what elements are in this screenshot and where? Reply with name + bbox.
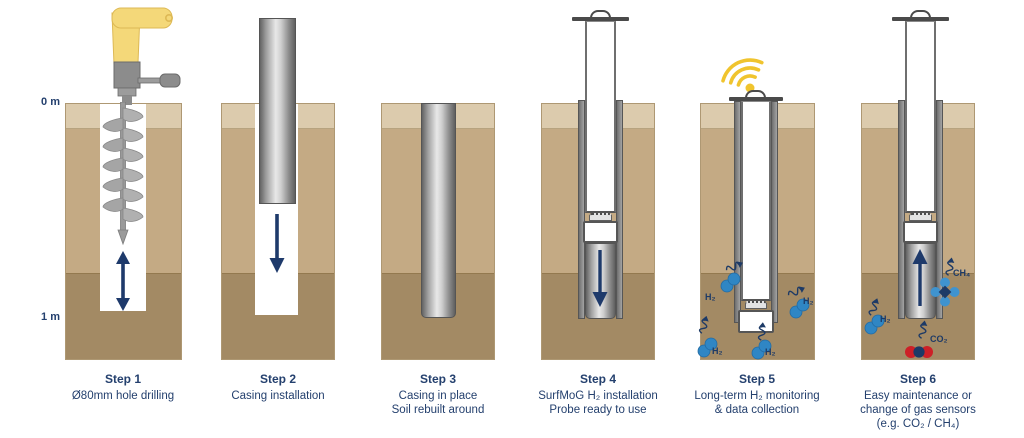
wifi-signal-icon <box>721 58 764 93</box>
probe-neck <box>909 213 932 221</box>
probe-cap-handle <box>910 10 931 18</box>
squiggle-arrow-icon <box>868 298 879 316</box>
casing-wall-right <box>771 101 778 323</box>
probe-neck <box>745 301 767 309</box>
h2-molecule-icon <box>789 298 810 319</box>
casing-pipe <box>259 18 296 204</box>
casing-wall-right <box>936 100 943 319</box>
caption-step5: Step 5 Long-term H₂ monitoring & data co… <box>669 372 845 417</box>
probe-cap-plate <box>572 17 629 21</box>
casing-pipe <box>421 103 456 318</box>
caption-step6: Step 6 Easy maintenance or change of gas… <box>830 372 1006 431</box>
squiggle-arrow-icon <box>698 315 709 334</box>
up-arrow-icon <box>912 249 928 306</box>
step-title: Step 3 <box>419 372 456 386</box>
h2-molecule-icon <box>697 337 718 358</box>
step-title: Step 2 <box>259 372 296 386</box>
h2-molecule-icon <box>751 339 772 360</box>
caption-step2: Step 2 Casing installation <box>190 372 366 403</box>
gas-label-co2: CO₂ <box>930 334 948 344</box>
step-description: Long-term H₂ monitoring <box>694 390 820 402</box>
caption-step4: Step 4 SurfMoG H₂ installation Probe rea… <box>510 372 686 417</box>
step-description: SurfMoG H₂ installation <box>538 390 658 402</box>
squiggle-arrow-icon <box>725 261 743 271</box>
gas-label-h2: H₂ <box>705 292 716 302</box>
probe-cap-plate <box>892 17 949 21</box>
step-description: Ø80mm hole drilling <box>71 390 175 402</box>
casing-wall-left <box>578 100 585 319</box>
gas-label-ch4: CH₄ <box>953 268 971 278</box>
squiggle-arrow-icon <box>918 320 928 339</box>
squiggle-arrow-icon <box>757 322 766 341</box>
down-arrow-icon <box>269 214 285 273</box>
step-title: Step 1 <box>104 372 141 386</box>
step-description: Casing installation <box>231 390 325 402</box>
probe-neck <box>589 213 612 221</box>
sensor-head <box>903 221 938 243</box>
h2-molecule-icon <box>864 314 885 335</box>
step-description: & data collection <box>714 404 800 417</box>
caption-step3: Step 3 Casing in place Soil rebuilt arou… <box>350 372 526 417</box>
sensor-head <box>583 221 618 243</box>
up-down-arrow-icon <box>116 251 130 311</box>
gas-label-h2: H₂ <box>712 346 723 356</box>
step-title: Step 4 <box>579 372 616 386</box>
h2-molecule-icon <box>720 272 741 293</box>
step-title: Step 6 <box>899 372 936 386</box>
caption-step1: Step 1 Ø80mm hole drilling <box>35 372 211 403</box>
probe-cap-handle <box>745 90 766 98</box>
depth-label-1m: 1 m <box>41 311 60 323</box>
probe-tube <box>741 101 771 301</box>
squiggle-arrow-icon <box>787 286 805 296</box>
casing-wall-left <box>898 100 905 319</box>
casing-wall-left <box>734 101 741 323</box>
step-description: Soil rebuilt around <box>391 404 485 417</box>
ch4-molecule-icon <box>930 277 960 307</box>
step-description: Easy maintenance or <box>863 390 973 402</box>
probe-cap-plate <box>729 97 783 101</box>
gas-label-h2: H₂ <box>880 314 891 324</box>
co2-molecule-icon <box>905 346 933 358</box>
probe-cap-handle <box>590 10 611 18</box>
depth-label-0m: 0 m <box>41 96 60 108</box>
step-description: Probe ready to use <box>549 404 647 417</box>
step-description: (e.g. CO₂ / CH₄) <box>876 418 960 431</box>
step-description: Casing in place <box>398 390 478 402</box>
down-arrow-icon <box>592 250 608 307</box>
probe-tube <box>585 21 616 213</box>
drill-icon <box>111 7 181 105</box>
step-description: change of gas sensors <box>860 404 976 417</box>
step-title: Step 5 <box>738 372 775 386</box>
casing-wall-right <box>616 100 623 319</box>
probe-tube <box>905 21 936 213</box>
gas-label-h2: H₂ <box>765 347 776 357</box>
squiggle-arrow-icon <box>945 257 955 276</box>
auger-bit-icon <box>102 102 144 246</box>
gas-label-h2: H₂ <box>803 296 814 306</box>
